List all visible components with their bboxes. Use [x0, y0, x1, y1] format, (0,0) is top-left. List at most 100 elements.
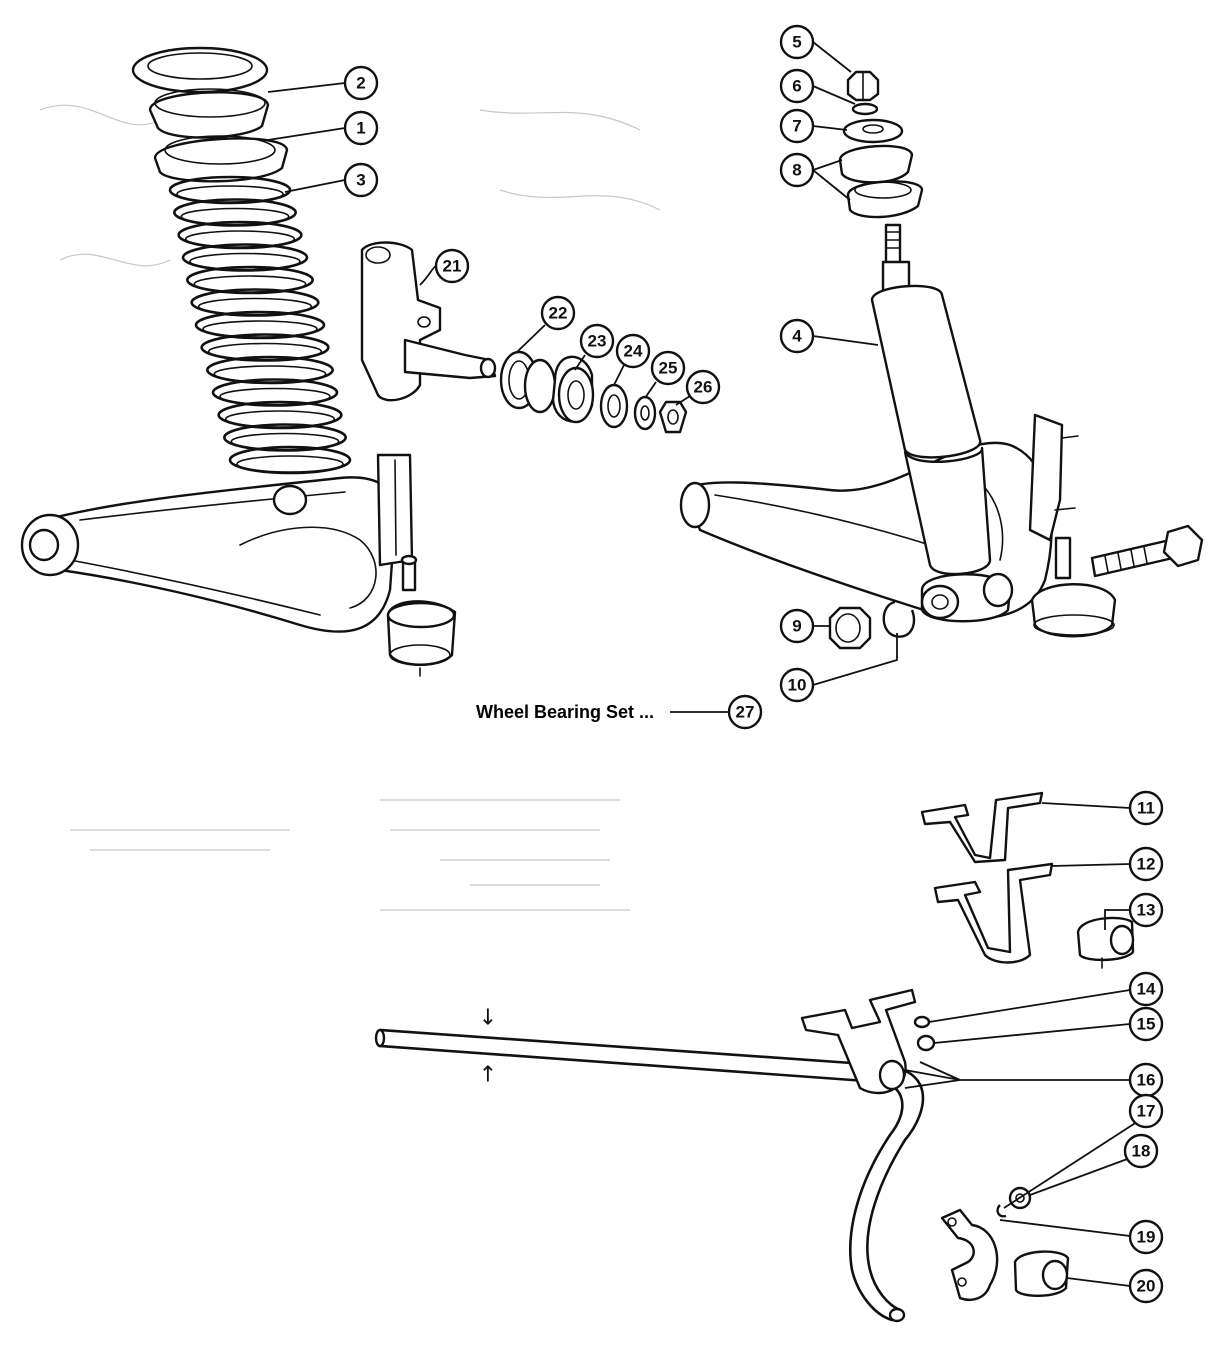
leader-lines	[267, 41, 1141, 1287]
callout-17: 17	[1128, 1093, 1164, 1129]
stabilizer-assembly: ↓ ↑	[374, 791, 1135, 1323]
svg-text:7: 7	[792, 117, 801, 136]
callout-13: 13	[1128, 892, 1164, 928]
svg-text:16: 16	[1137, 1071, 1156, 1090]
svg-text:18: 18	[1132, 1142, 1151, 1161]
stabilizer-up-arrow: ↑	[479, 1063, 497, 1088]
coil-turn-inner	[202, 320, 318, 338]
lower-control-arm-left	[20, 453, 457, 677]
coil-turn	[190, 288, 320, 317]
callout-2: 2	[343, 65, 379, 101]
shock-absorber	[870, 223, 1014, 623]
coil-turn	[177, 220, 303, 250]
callout-23: 23	[579, 323, 615, 359]
svg-text:8: 8	[792, 161, 801, 180]
coil-turn-inner	[236, 455, 344, 473]
coil-turn-inner	[193, 275, 307, 293]
callout-21: 21	[434, 248, 470, 284]
callout-26: 26	[685, 369, 721, 405]
callout-24: 24	[615, 333, 651, 369]
svg-text:23: 23	[588, 332, 607, 351]
svg-text:4: 4	[792, 327, 802, 346]
svg-text:17: 17	[1137, 1102, 1156, 1121]
callout-20: 20	[1128, 1268, 1164, 1304]
callout-12: 12	[1128, 846, 1164, 882]
svg-text:20: 20	[1137, 1277, 1156, 1296]
svg-text:12: 12	[1137, 855, 1156, 874]
coil-turn	[181, 243, 309, 272]
coil-turn	[200, 333, 330, 362]
callout-8: 8	[779, 152, 815, 188]
coil-turn	[223, 423, 347, 452]
svg-text:13: 13	[1137, 901, 1156, 920]
coil-turn-inner	[207, 342, 323, 361]
coil-turn-inner	[213, 365, 327, 383]
callout-11: 11	[1128, 790, 1164, 826]
callout-1: 1	[343, 110, 379, 146]
nut-and-washer	[828, 600, 916, 650]
svg-text:27: 27	[736, 703, 755, 722]
coil-turn	[186, 265, 314, 295]
callout-22: 22	[540, 295, 576, 331]
svg-text:15: 15	[1137, 1015, 1156, 1034]
callout-10: 10	[779, 667, 815, 703]
svg-text:24: 24	[624, 342, 643, 361]
bracket-12	[933, 862, 1054, 964]
svg-text:14: 14	[1137, 980, 1156, 999]
callout-7: 7	[779, 108, 815, 144]
callout-25: 25	[650, 350, 686, 386]
coil-turn-inner	[180, 207, 290, 226]
coil-turn-inner	[184, 230, 296, 248]
coil-turn	[228, 445, 352, 475]
left-suspension-assembly	[20, 46, 688, 677]
stabilizer-bar	[374, 988, 925, 1323]
coil-turn	[194, 310, 326, 340]
coil-turn	[173, 198, 297, 227]
svg-text:2: 2	[356, 74, 365, 93]
coil-turn-inner	[197, 297, 313, 316]
coil-turn	[217, 400, 343, 430]
callout-9: 9	[779, 608, 815, 644]
coil-turn	[168, 175, 292, 205]
callout-15: 15	[1128, 1006, 1164, 1042]
coil-turn-inner	[189, 252, 301, 271]
wheel-bearing-set-caption: Wheel Bearing Set ...	[476, 702, 654, 722]
coil-turn-inner	[219, 387, 331, 406]
stabilizer-down-arrow: ↓	[479, 1006, 497, 1031]
svg-text:25: 25	[659, 359, 678, 378]
coil-turn-inner	[224, 410, 336, 428]
svg-text:22: 22	[549, 304, 568, 323]
callout-6: 6	[779, 68, 815, 104]
background-texture	[39, 104, 661, 911]
svg-text:21: 21	[443, 257, 462, 276]
callout-4: 4	[779, 318, 815, 354]
svg-text:5: 5	[792, 33, 801, 52]
callout-16: 16	[1128, 1062, 1164, 1098]
svg-text:10: 10	[788, 676, 807, 695]
shock-top-mount	[838, 70, 924, 219]
coil-turn	[211, 378, 339, 407]
callout-3: 3	[343, 162, 379, 198]
right-suspension-assembly	[679, 70, 1204, 650]
svg-text:19: 19	[1137, 1228, 1156, 1247]
callout-14: 14	[1128, 971, 1164, 1007]
bracket-11	[920, 791, 1044, 864]
svg-text:3: 3	[356, 171, 365, 190]
callout-18: 18	[1123, 1133, 1159, 1169]
coil-turn-inner	[230, 432, 340, 451]
bushing-13	[1076, 916, 1135, 969]
callout-5: 5	[779, 24, 815, 60]
svg-text:26: 26	[694, 378, 713, 397]
stub-axle	[360, 241, 497, 402]
callout-27: 27	[727, 694, 763, 730]
callout-19: 19	[1128, 1219, 1164, 1255]
spring-seat-lower	[153, 135, 289, 183]
spring-seat-upper	[131, 46, 270, 139]
svg-text:11: 11	[1137, 799, 1155, 818]
coil-turn	[206, 355, 334, 385]
coil-spring	[168, 175, 352, 475]
coil-turn-inner	[176, 185, 284, 203]
link-bracket	[940, 1186, 1070, 1301]
callouts: 1 2 3 4 5 6 7 8 9 10 11 12 13 14 15 16 1…	[343, 24, 1164, 1304]
